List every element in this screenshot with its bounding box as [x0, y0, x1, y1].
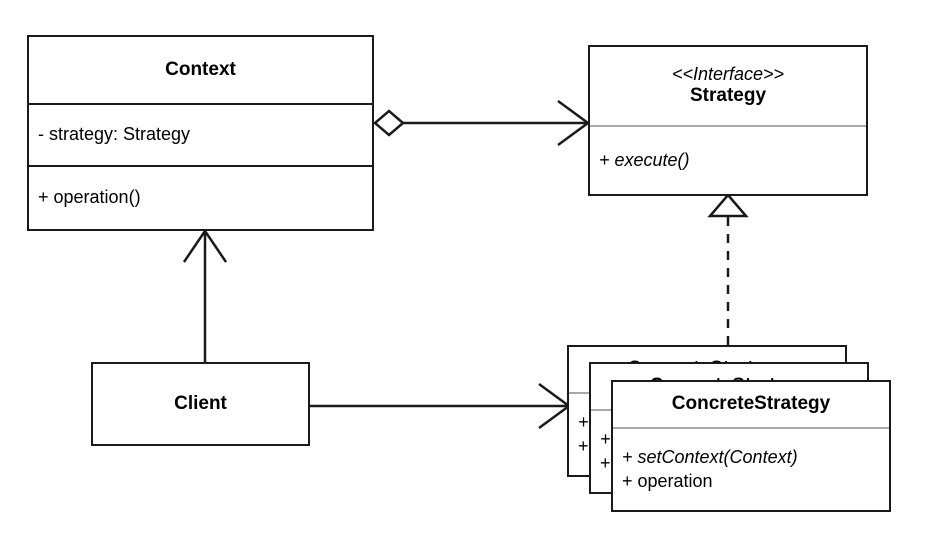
edge-client-uses-concretestrategy: [310, 382, 572, 430]
hollow-triangle-icon: [707, 193, 749, 218]
concretestrategy-operation-1: + setContext(Context): [622, 447, 798, 468]
edge-concretestrategy-realizes-strategy: [707, 193, 749, 345]
open-arrow-icon: [538, 382, 572, 430]
client-class-name: Client: [174, 392, 227, 414]
edge-context-aggregates-strategy: [373, 99, 591, 147]
strategy-class-name: Strategy: [689, 85, 767, 107]
edge-client-generalization-context: [182, 228, 228, 362]
strategy-operation: + execute(): [599, 149, 690, 170]
client-name-compartment: Client: [93, 364, 308, 444]
strategy-stereotype: <<Interface>>: [671, 64, 785, 85]
context-attribute: - strategy: Strategy: [38, 124, 191, 145]
context-name-compartment: Context: [29, 37, 372, 103]
context-operation: + operation(): [38, 187, 141, 208]
class-box-client[interactable]: Client: [91, 362, 310, 446]
concretestrategy-operation-2: + operation: [622, 470, 713, 491]
strategy-operations-compartment: + execute(): [590, 125, 866, 194]
concretestrategy-operations-compartment: + setContext(Context) + operation: [613, 427, 889, 510]
concretestrategy-class-name: ConcreteStrategy: [671, 393, 831, 415]
class-box-strategy[interactable]: <<Interface>> Strategy + execute(): [588, 45, 868, 196]
context-operations-compartment: + operation(): [29, 165, 372, 229]
open-arrow-icon: [182, 228, 228, 263]
class-box-concretestrategy[interactable]: ConcreteStrategy + setContext(Context) +…: [611, 380, 891, 512]
hollow-diamond-icon: [373, 109, 405, 137]
strategy-name-compartment: <<Interface>> Strategy: [590, 47, 866, 125]
open-arrow-icon: [557, 99, 591, 147]
concretestrategy-name-compartment: ConcreteStrategy: [613, 382, 889, 427]
context-attributes-compartment: - strategy: Strategy: [29, 103, 372, 165]
class-box-context[interactable]: Context - strategy: Strategy + operation…: [27, 35, 374, 231]
context-class-name: Context: [165, 58, 236, 80]
